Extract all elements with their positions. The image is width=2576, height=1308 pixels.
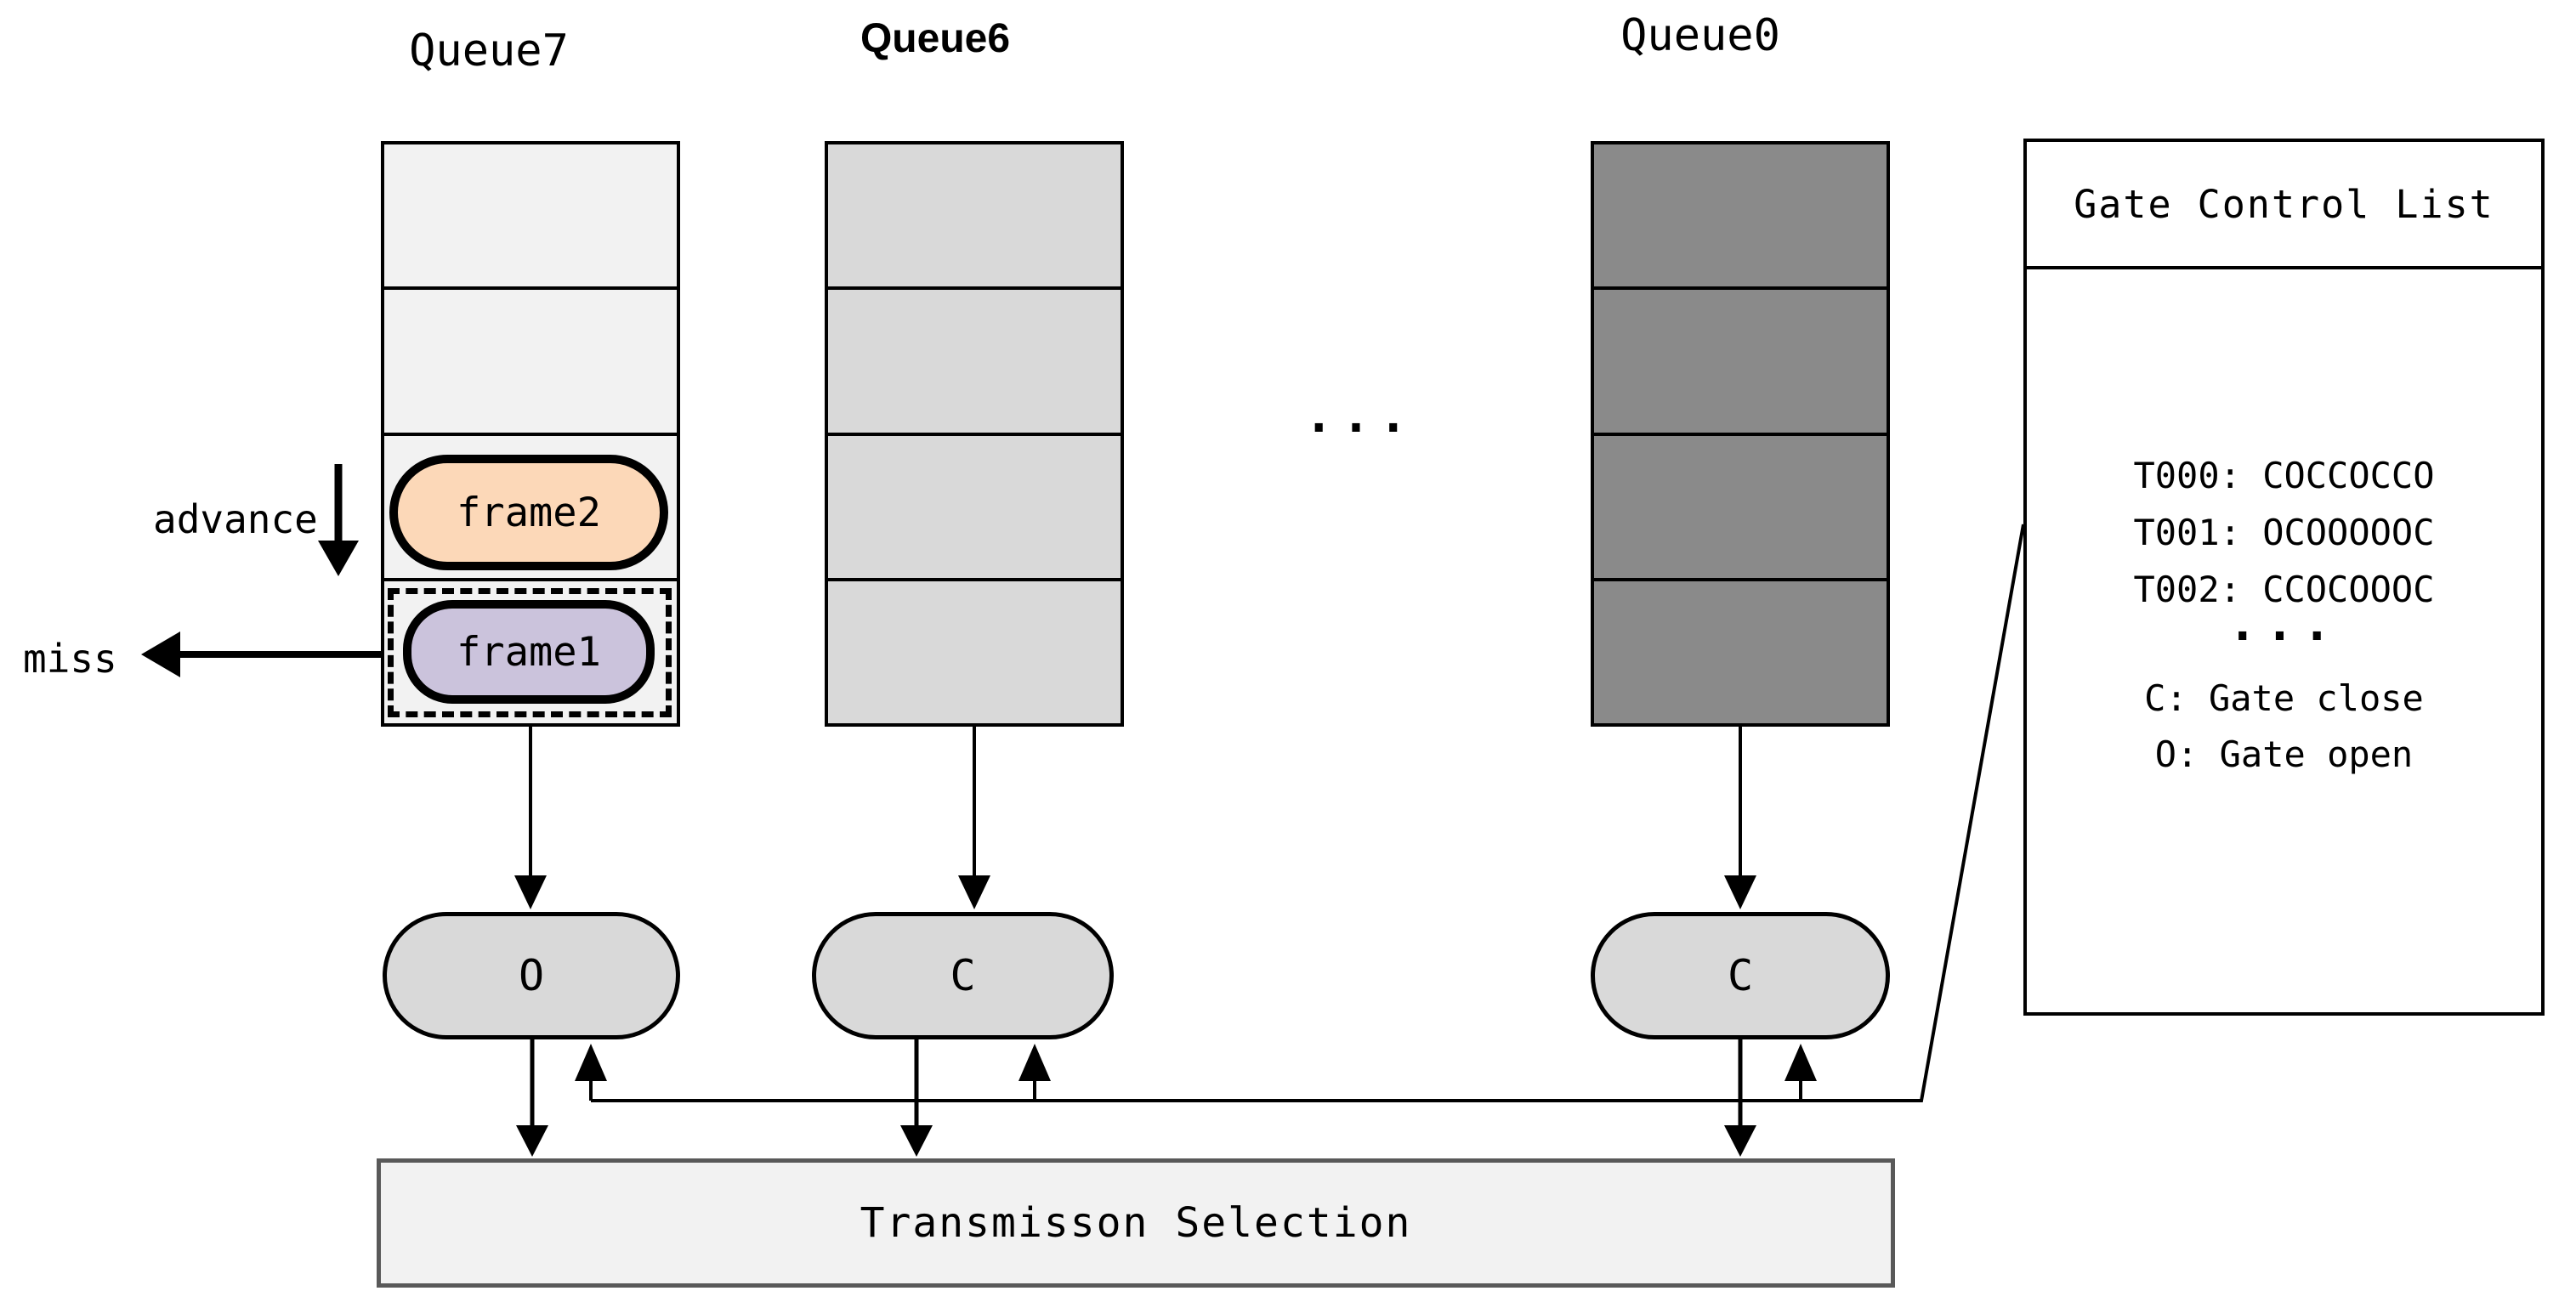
- frame2-label: frame2: [457, 489, 601, 536]
- gate7-state-label: O: [518, 951, 545, 1000]
- queue-cell: [828, 290, 1121, 436]
- gcl-entry: T000: COCCOCCO: [2133, 455, 2435, 496]
- gcl-legend-close: C: Gate close: [2144, 677, 2424, 719]
- miss-label: miss: [23, 636, 117, 682]
- gate-queue6: C: [812, 912, 1114, 1039]
- queue-cell: [384, 144, 677, 291]
- gcl-legend-open: O: Gate open: [2154, 733, 2414, 775]
- queue-cell: [384, 290, 677, 436]
- transmission-selection-box: Transmisson Selection: [377, 1158, 1895, 1288]
- queue-cell: [1594, 580, 1887, 723]
- gate6-to-selection-arrow: [900, 1039, 933, 1157]
- gate0-state-label: C: [1727, 951, 1754, 1000]
- queue0-to-gate-arrow: [1724, 727, 1756, 909]
- queue6-to-gate-arrow: [958, 727, 990, 909]
- queue-cell: [828, 580, 1121, 723]
- gate7-to-selection-arrow: [516, 1039, 548, 1157]
- gcl-entry: T002: CCOCOOOC: [2133, 569, 2435, 610]
- gate-control-list-title: Gate Control List: [2027, 142, 2541, 269]
- frame1-label: frame1: [457, 628, 601, 676]
- gate6-state-label: C: [950, 951, 976, 1000]
- queues-ellipsis: ...: [1304, 388, 1416, 444]
- queue7-label: Queue7: [409, 25, 569, 76]
- control-to-gate0-arrow: [1784, 1044, 1817, 1101]
- queue-cell: [1594, 290, 1887, 436]
- frame1-dashed-outline: [388, 588, 672, 717]
- queue-cell: [1594, 435, 1887, 581]
- queue0-column: [1591, 141, 1890, 727]
- queue-cell: [828, 435, 1121, 581]
- control-to-gate7-arrow: [575, 1044, 607, 1101]
- advance-arrow: [318, 464, 359, 576]
- queue-cell: [1594, 144, 1887, 291]
- gcl-ellipsis: ...: [2227, 597, 2341, 652]
- queue6-label: Queue6: [860, 16, 1011, 61]
- advance-label: advance: [153, 496, 318, 542]
- frame1-capsule: frame1: [403, 600, 655, 704]
- queue7-to-gate-arrow: [514, 727, 547, 909]
- queue6-column: [825, 141, 1124, 727]
- miss-arrow: [141, 631, 383, 677]
- transmission-selection-label: Transmisson Selection: [860, 1199, 1412, 1247]
- queue-cell: [828, 144, 1121, 291]
- gate0-to-selection-arrow: [1724, 1039, 1756, 1157]
- control-to-gate6-arrow: [1018, 1044, 1051, 1101]
- gcl-entry: T001: OCOOOOOC: [2133, 512, 2435, 553]
- queue0-label: Queue0: [1620, 10, 1780, 61]
- gate-control-list-box: Gate Control List T000: COCCOCCO T001: O…: [2023, 139, 2545, 1016]
- gate-queue0: C: [1591, 912, 1890, 1039]
- frame2-capsule: frame2: [389, 455, 668, 570]
- gate-queue7: O: [383, 912, 680, 1039]
